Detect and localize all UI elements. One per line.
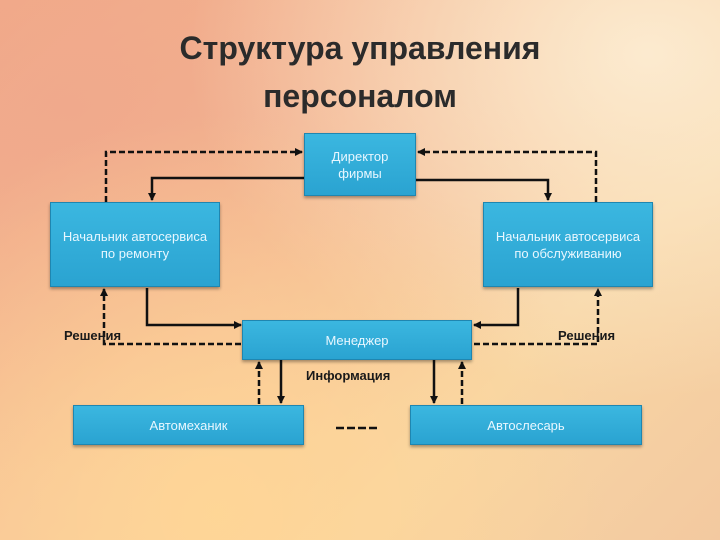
- diagram-title: Структура управления персоналом: [0, 24, 720, 120]
- solid-link-service-manager: [473, 288, 520, 329]
- node-head-service-label: Начальник автосервиса по обслуживанию: [495, 228, 641, 261]
- node-mechanic-label: Автомеханик: [149, 417, 228, 433]
- dashed-link-repair-director: [104, 148, 303, 202]
- solid-link-director-repair: [148, 176, 304, 201]
- node-director-label: Директор фирмы: [331, 148, 389, 181]
- dashed-link-service-director: [417, 148, 598, 202]
- node-mechanic: Автомеханик: [73, 405, 304, 445]
- node-manager-label: Менеджер: [325, 332, 389, 348]
- label-decisions-left: Решения: [64, 328, 122, 343]
- dashed-link-manager-service: [474, 288, 602, 346]
- node-locksmith: Автослесарь: [410, 405, 642, 445]
- title-line-2: персоналом: [263, 78, 457, 114]
- title-line-1: Структура управления: [179, 30, 541, 66]
- label-decisions-right: Решения: [558, 328, 616, 343]
- dashed-link-manager-repair: [100, 288, 241, 346]
- node-locksmith-label: Автослесарь: [487, 417, 565, 433]
- node-director: Директор фирмы: [304, 133, 416, 196]
- node-head-service: Начальник автосервиса по обслуживанию: [483, 202, 653, 287]
- node-manager: Менеджер: [242, 320, 472, 360]
- solid-link-repair-manager: [145, 288, 242, 329]
- node-head-repair-label: Начальник автосервиса по ремонту: [62, 228, 208, 261]
- label-information: Информация: [306, 368, 391, 383]
- node-head-repair: Начальник автосервиса по ремонту: [50, 202, 220, 287]
- solid-link-director-service: [416, 178, 552, 201]
